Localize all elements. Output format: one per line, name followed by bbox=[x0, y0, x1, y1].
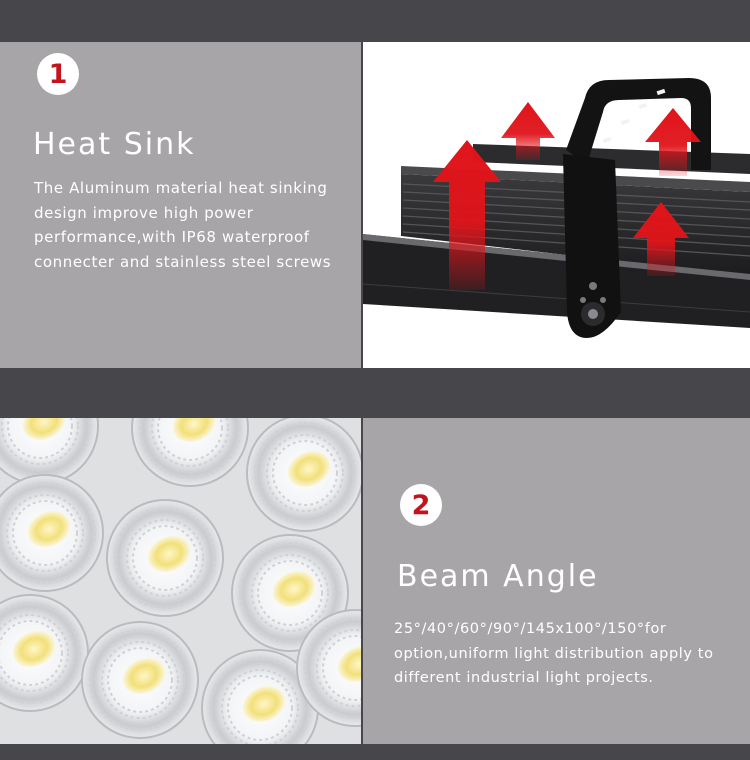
lens-ring bbox=[0, 482, 96, 584]
led-chip bbox=[22, 418, 66, 440]
lens-ring bbox=[0, 488, 90, 578]
lens-ring bbox=[0, 620, 63, 686]
feature-description: The Aluminum material heat sinking desig… bbox=[34, 179, 332, 271]
lens-ring bbox=[0, 602, 81, 704]
feature-description: 25°/40°/60°/90°/145x100°/150°for option,… bbox=[394, 621, 714, 686]
lens-ring bbox=[322, 635, 361, 701]
lens-ring bbox=[251, 554, 329, 632]
lens-ring bbox=[151, 418, 229, 467]
lens-ring bbox=[260, 428, 350, 518]
feature-title: Heat Sink bbox=[33, 127, 196, 162]
led-chip bbox=[242, 686, 286, 722]
lens-ring bbox=[245, 548, 335, 638]
lens-ring bbox=[221, 669, 299, 744]
lens-ring bbox=[89, 629, 191, 731]
lens-ring bbox=[227, 675, 293, 741]
feature-number: 1 bbox=[48, 58, 68, 90]
heat-sink-image bbox=[363, 42, 750, 368]
lens-ring bbox=[272, 440, 338, 506]
lens-ring bbox=[12, 500, 78, 566]
lens-ring bbox=[114, 507, 216, 609]
led-chip bbox=[172, 418, 216, 442]
led-chip bbox=[147, 536, 191, 572]
lens-ring bbox=[257, 560, 323, 626]
feature-title: Beam Angle bbox=[397, 559, 599, 594]
led-chip bbox=[272, 571, 316, 607]
lens-ring bbox=[1, 418, 79, 465]
heat-flow-arrows bbox=[433, 102, 701, 290]
led-chip bbox=[287, 451, 331, 487]
lens-ring bbox=[266, 434, 344, 512]
lens-ring bbox=[0, 614, 69, 692]
led-lens bbox=[296, 609, 361, 727]
lens-ring bbox=[304, 617, 361, 719]
lens-ring bbox=[145, 418, 235, 473]
feature-number-badge: 2 bbox=[400, 484, 442, 526]
lens-ring bbox=[0, 418, 85, 471]
feature-number-badge: 1 bbox=[37, 53, 79, 95]
lens-ring bbox=[120, 513, 210, 603]
lens-ring bbox=[101, 641, 179, 719]
lens-ring bbox=[209, 657, 311, 744]
lens-ring bbox=[0, 608, 75, 698]
lens-ring bbox=[6, 494, 84, 572]
led-chip bbox=[337, 646, 361, 682]
lens-ring bbox=[139, 418, 241, 479]
feature-number: 2 bbox=[411, 489, 431, 521]
led-chip bbox=[122, 658, 166, 694]
led-chip bbox=[27, 511, 71, 547]
heat-sink-text-panel bbox=[0, 42, 361, 368]
led-lens-array-image bbox=[0, 418, 361, 744]
lens-ring bbox=[157, 418, 223, 461]
lens-ring bbox=[132, 525, 198, 591]
lens-ring bbox=[239, 542, 341, 644]
led-chip bbox=[12, 631, 56, 667]
lens-ring bbox=[215, 663, 305, 744]
beam-angle-text-panel bbox=[363, 418, 750, 744]
lens-ring bbox=[254, 422, 356, 524]
lens-ring bbox=[95, 635, 185, 725]
lens-ring bbox=[126, 519, 204, 597]
lens-ring bbox=[7, 418, 73, 459]
lens-ring bbox=[310, 623, 361, 713]
lens-ring bbox=[107, 647, 173, 713]
